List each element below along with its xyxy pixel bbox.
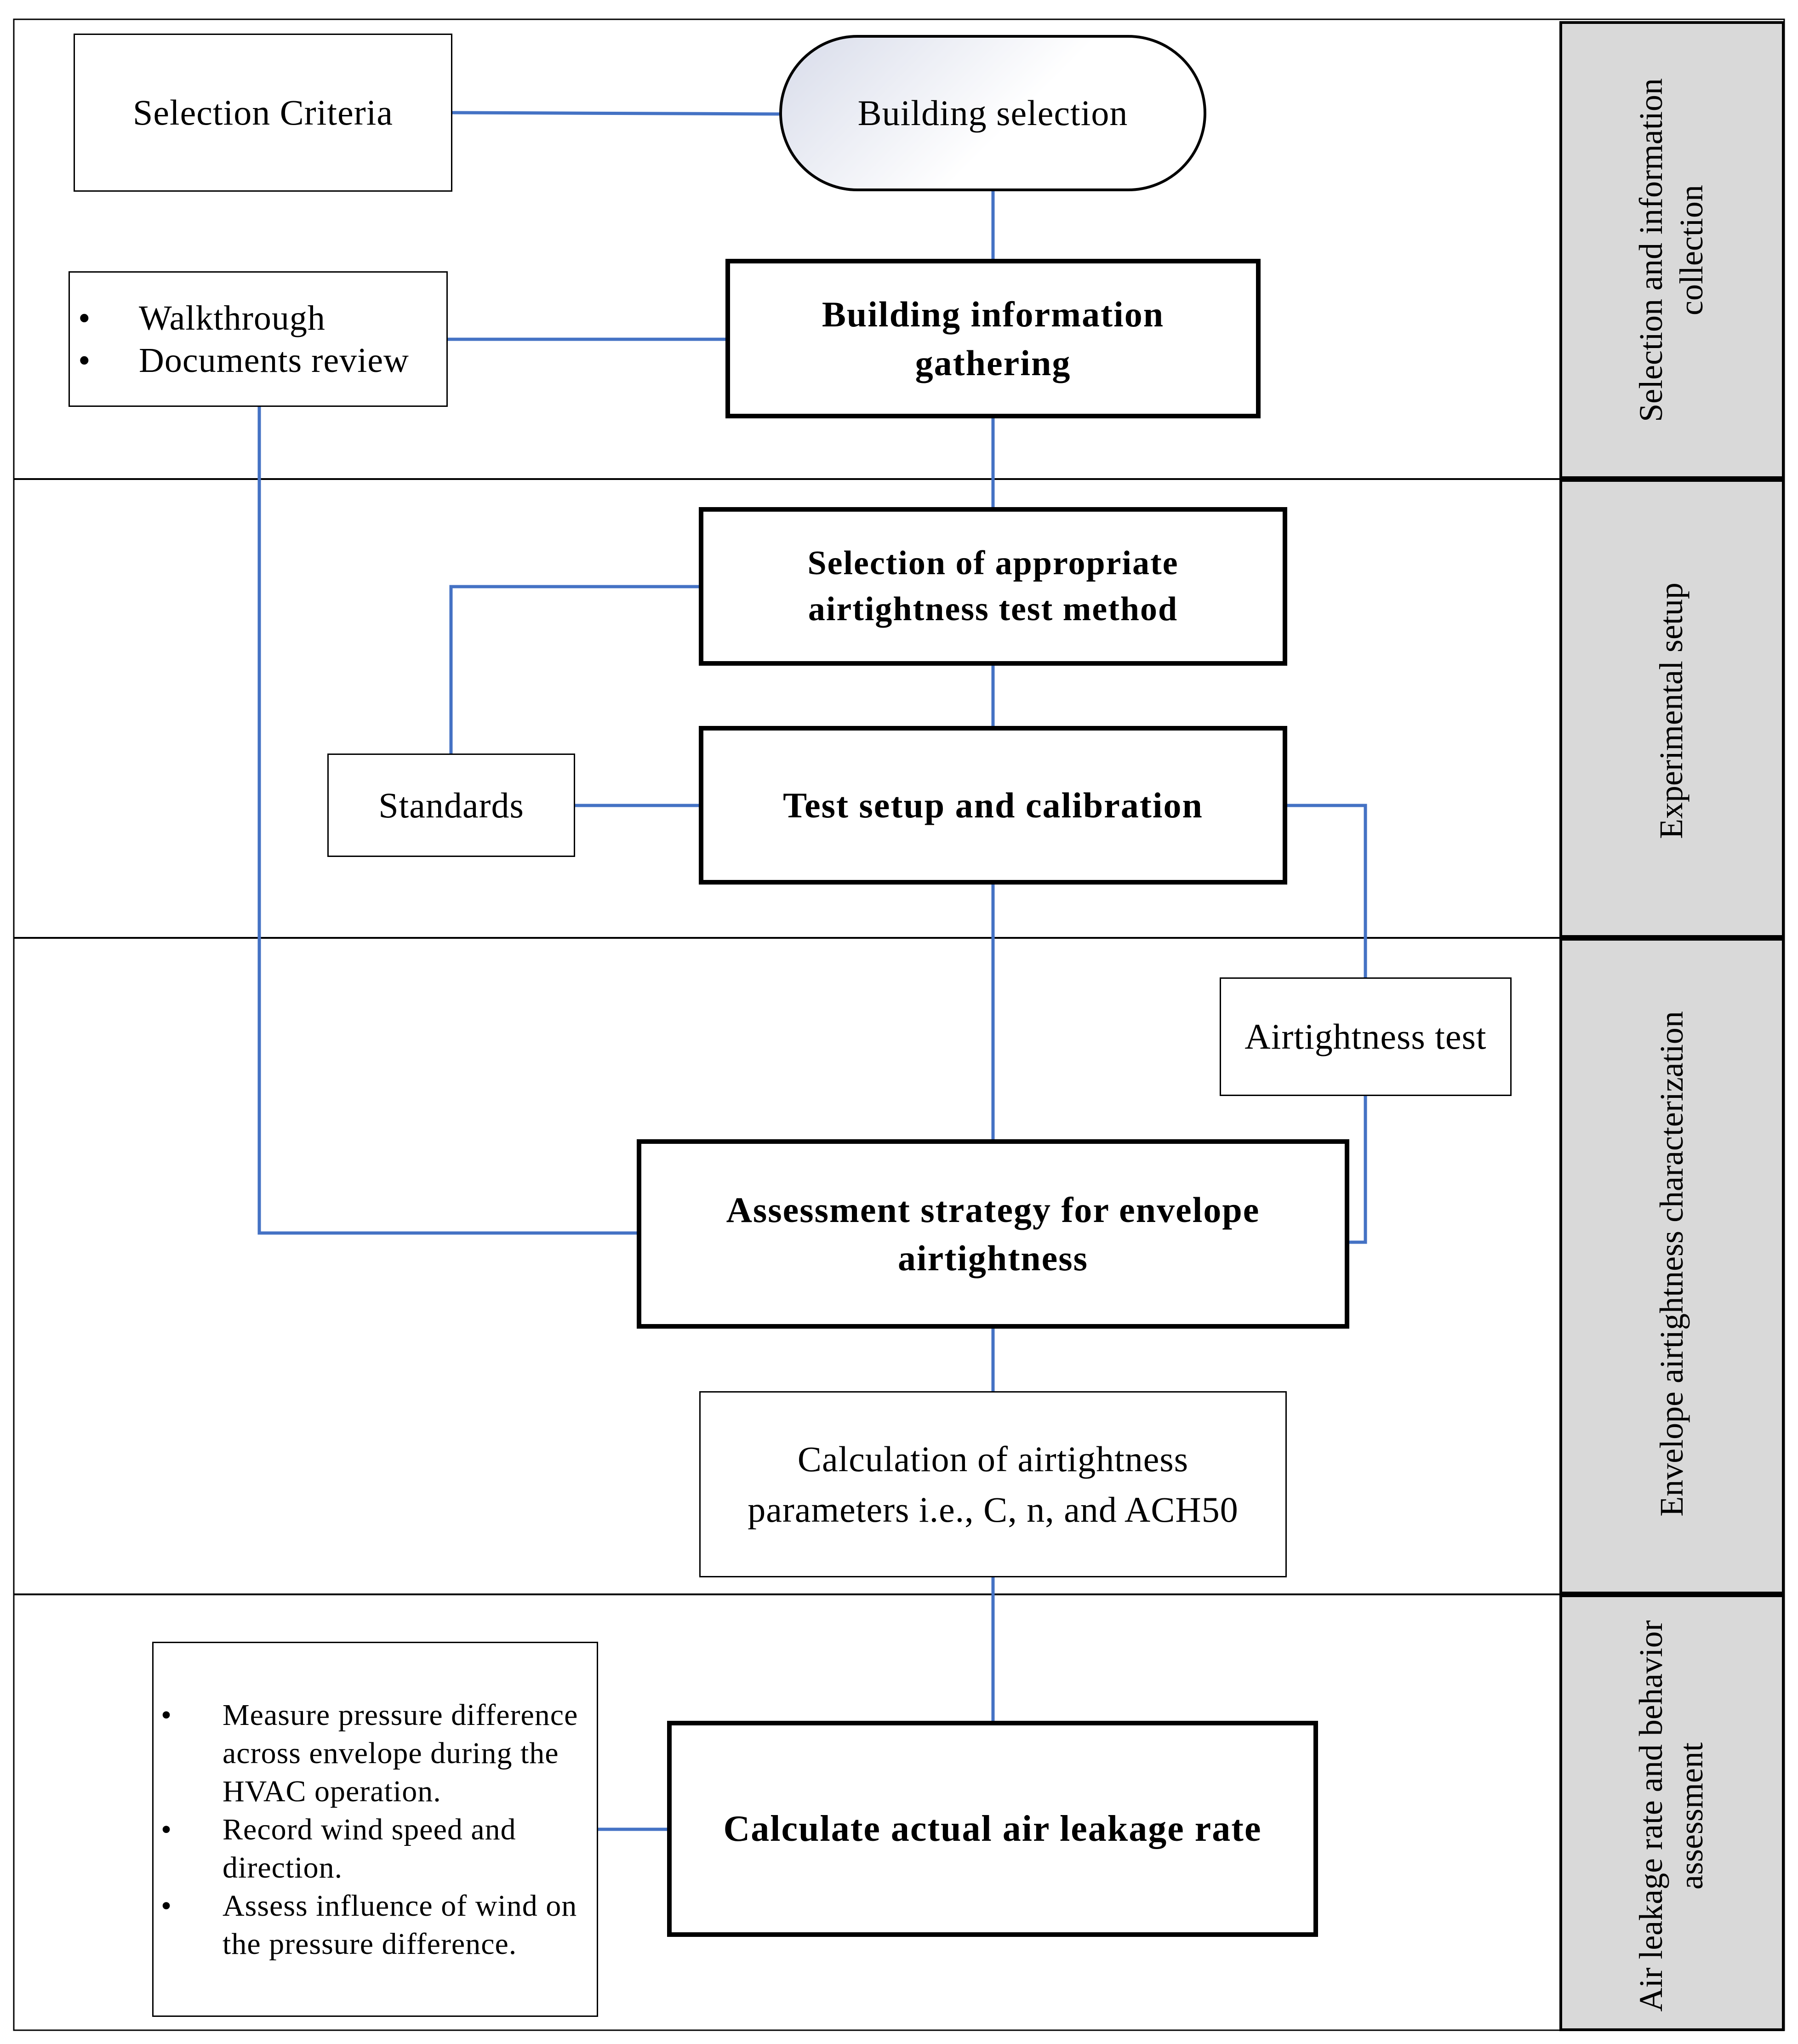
airtightness-parameters-box: Calculation of airtightness parameters i… — [699, 1391, 1287, 1577]
test-setup-calibration-label: Test setup and calibration — [783, 785, 1203, 825]
arrow-setup-to-airtightness-test — [1287, 804, 1367, 977]
information-sources-list: Walkthrough Documents review — [70, 297, 409, 382]
field-measurement-item: Assess influence of wind on the pressure… — [154, 1887, 592, 1963]
assessment-strategy-label: Assessment strategy for envelope airtigh… — [726, 1189, 1260, 1278]
lane-band-envelope — [1559, 938, 1785, 1594]
selection-criteria-box: Selection Criteria — [74, 34, 452, 192]
calculate-leakage-rate-box: Calculate actual air leakage rate — [667, 1721, 1318, 1937]
test-method-selection-label: Selection of appropriate airtightness te… — [807, 544, 1179, 628]
field-measurement-item: Record wind speed and direction. — [154, 1810, 592, 1887]
selection-criteria-label: Selection Criteria — [133, 92, 393, 133]
airtightness-parameters-label: Calculation of airtightness parameters i… — [748, 1439, 1239, 1530]
airtightness-test-box: Airtightness test — [1220, 977, 1512, 1096]
lane-band-leakage — [1559, 1594, 1785, 2031]
lane-band-selection — [1559, 21, 1785, 479]
arrow-airtightness-test-to-assessment — [1349, 1096, 1367, 1244]
standards-label: Standards — [378, 785, 524, 825]
arrow-sources-to-assessment — [257, 407, 637, 1235]
lane-band-experimental — [1559, 479, 1785, 938]
arrow-criteria-to-selection — [452, 111, 780, 116]
test-method-selection-box: Selection of appropriate airtightness te… — [699, 507, 1287, 666]
building-selection-label: Building selection — [857, 93, 1128, 133]
field-measurements-box: Measure pressure difference across envel… — [152, 1642, 598, 2017]
information-source-item: Walkthrough — [70, 297, 409, 339]
calculate-leakage-rate-label: Calculate actual air leakage rate — [723, 1809, 1262, 1849]
field-measurement-item: Measure pressure difference across envel… — [154, 1696, 592, 1810]
test-setup-calibration-box: Test setup and calibration — [699, 726, 1287, 885]
information-sources-box: Walkthrough Documents review — [68, 271, 448, 407]
building-selection-terminal: Building selection — [779, 35, 1206, 191]
information-source-item: Documents review — [70, 339, 409, 382]
standards-box: Standards — [327, 754, 575, 857]
building-information-gathering-box: Building information gathering — [725, 259, 1261, 418]
assessment-strategy-box: Assessment strategy for envelope airtigh… — [637, 1139, 1349, 1329]
building-information-gathering-label: Building information gathering — [822, 294, 1164, 383]
field-measurements-list: Measure pressure difference across envel… — [154, 1696, 592, 1963]
airtightness-test-label: Airtightness test — [1244, 1016, 1487, 1057]
arrow-method-to-standards — [449, 585, 699, 754]
